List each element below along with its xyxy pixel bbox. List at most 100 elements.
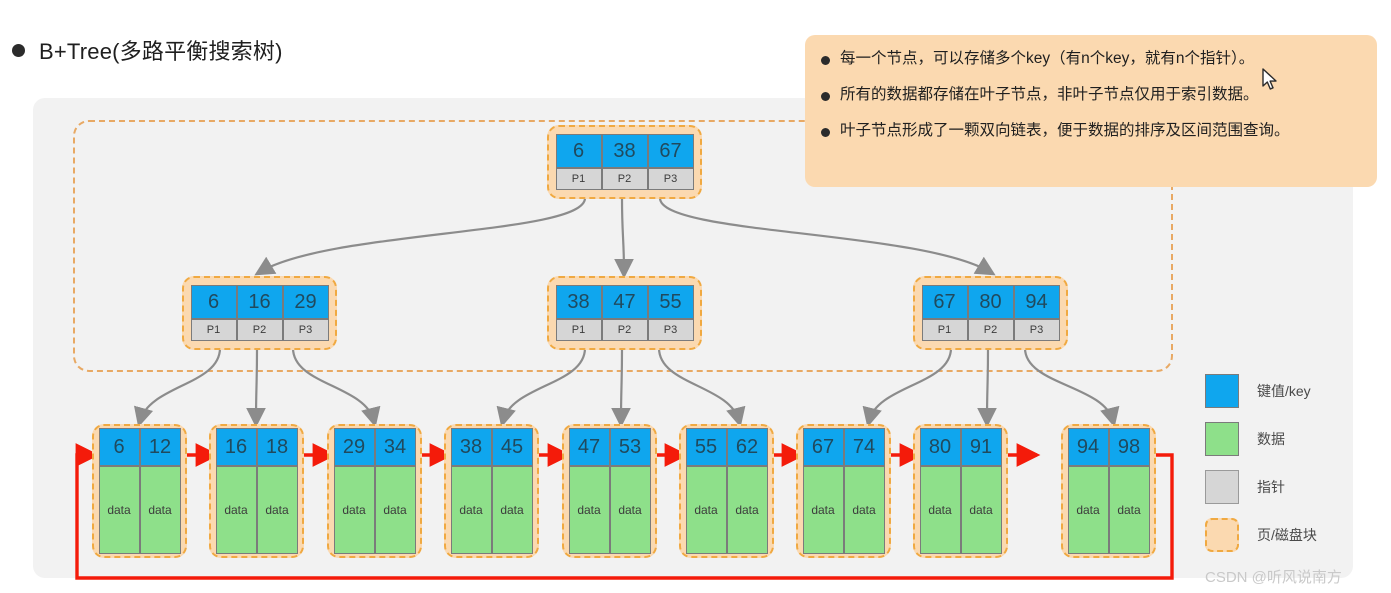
leaf-data-row: data data [333,466,416,554]
leaf-node[interactable]: 38 45 data data [444,424,539,558]
leaf-key: 12 [139,428,181,466]
leaf-data: data [333,466,375,554]
leaf-data-row: data data [802,466,885,554]
page-title-text: B+Tree(多路平衡搜索树) [39,39,283,64]
note-text: 所有的数据都存储在叶子节点，非叶子节点仅用于索引数据。 [840,85,1259,103]
leaf-key-row: 47 53 [568,428,651,466]
internal-key-row: 38 47 55 [555,285,694,319]
internal-key: 67 [921,285,968,319]
internal-pointer: P2 [967,319,1014,341]
leaf-key-row: 16 18 [215,428,298,466]
leaf-key: 34 [374,428,416,466]
leaf-node[interactable]: 29 34 data data [327,424,422,558]
legend-label: 键值/key [1257,383,1311,399]
leaf-data: data [256,466,298,554]
internal-node[interactable]: 6 16 29 P1 P2 P3 [182,276,337,350]
internal-pointer-row: P1 P2 P3 [190,319,329,341]
note-text: 每一个节点，可以存储多个key（有n个key，就有n个指针）。 [840,50,1255,67]
internal-pointer: P1 [921,319,968,341]
internal-key-row: 67 80 94 [921,285,1060,319]
note-item: 叶子节点形成了一颗双向链表，便于数据的排序及区间范围查询。 [821,121,1361,142]
bullet-dot-icon [821,91,830,101]
leaf-data: data [685,466,727,554]
internal-key: 16 [236,285,283,319]
leaf-key-row: 94 98 [1067,428,1150,466]
leaf-data-row: data data [919,466,1002,554]
leaf-data-row: data data [98,466,181,554]
internal-key-row: 6 16 29 [190,285,329,319]
leaf-key: 67 [802,428,844,466]
key-swatch-icon [1205,374,1239,408]
legend-label: 页/磁盘块 [1257,527,1317,543]
leaf-key: 6 [98,428,140,466]
leaf-key-row: 38 45 [450,428,533,466]
internal-node[interactable]: 67 80 94 P1 P2 P3 [913,276,1068,350]
data-swatch-icon [1205,422,1239,456]
root-key: 38 [601,134,648,168]
root-pointer: P1 [555,168,602,190]
leaf-key: 80 [919,428,961,466]
note-text: 叶子节点形成了一颗双向链表，便于数据的排序及区间范围查询。 [840,121,1290,139]
legend-item-data: 数据 [1205,415,1380,463]
internal-pointer: P3 [647,319,694,341]
leaf-node[interactable]: 16 18 data data [209,424,304,558]
internal-node[interactable]: 38 47 55 P1 P2 P3 [547,276,702,350]
leaf-data: data [139,466,181,554]
leaf-node[interactable]: 55 62 data data [679,424,774,558]
leaf-key: 55 [685,428,727,466]
leaf-data: data [960,466,1002,554]
root-pointer-row: P1 P2 P3 [555,168,694,190]
leaf-data: data [450,466,492,554]
mouse-cursor-icon [1262,68,1277,90]
leaf-data: data [609,466,651,554]
leaf-key: 74 [843,428,885,466]
internal-pointer: P2 [601,319,648,341]
page-swatch-icon [1205,518,1239,552]
leaf-key: 45 [491,428,533,466]
internal-pointer: P1 [190,319,237,341]
legend-item-page: 页/磁盘块 [1205,511,1380,559]
internal-key: 6 [190,285,237,319]
bullet-dot-icon [12,43,25,57]
leaf-node[interactable]: 47 53 data data [562,424,657,558]
legend-item-pointer: 指针 [1205,463,1380,511]
leaf-node[interactable]: 94 98 data data [1061,424,1156,558]
leaf-node[interactable]: 80 91 data data [913,424,1008,558]
root-pointer: P3 [647,168,694,190]
root-node[interactable]: 6 38 67 P1 P2 P3 [547,125,702,199]
note-item: 每一个节点，可以存储多个key（有n个key，就有n个指针）。 [821,49,1361,70]
leaf-data: data [98,466,140,554]
bullet-dot-icon [821,56,830,65]
page-title: B+Tree(多路平衡搜索树) [0,30,800,70]
root-key: 67 [647,134,694,168]
internal-pointer-row: P1 P2 P3 [921,319,1060,341]
leaf-data-row: data data [215,466,298,554]
leaf-data: data [726,466,768,554]
leaf-node[interactable]: 6 12 data data [92,424,187,558]
leaf-key-row: 6 12 [98,428,181,466]
leaf-key: 18 [256,428,298,466]
leaf-key: 47 [568,428,610,466]
internal-key: 94 [1013,285,1060,319]
leaf-key: 53 [609,428,651,466]
leaf-key-row: 67 74 [802,428,885,466]
bullet-dot-icon [821,127,830,137]
leaf-data: data [374,466,416,554]
root-key: 6 [555,134,602,168]
internal-key: 47 [601,285,648,319]
leaf-data: data [843,466,885,554]
leaf-node[interactable]: 67 74 data data [796,424,891,558]
leaf-data: data [568,466,610,554]
leaf-data-row: data data [685,466,768,554]
legend-item-key: 键值/key [1205,367,1380,415]
leaf-data: data [215,466,257,554]
internal-pointer-row: P1 P2 P3 [555,319,694,341]
internal-pointer: P3 [282,319,329,341]
legend: 键值/key 数据 指针 页/磁盘块 [1205,367,1380,559]
leaf-key: 98 [1108,428,1150,466]
legend-label: 数据 [1257,431,1285,447]
leaf-key: 38 [450,428,492,466]
leaf-data: data [1067,466,1109,554]
leaf-data-row: data data [568,466,651,554]
legend-label: 指针 [1257,479,1285,495]
